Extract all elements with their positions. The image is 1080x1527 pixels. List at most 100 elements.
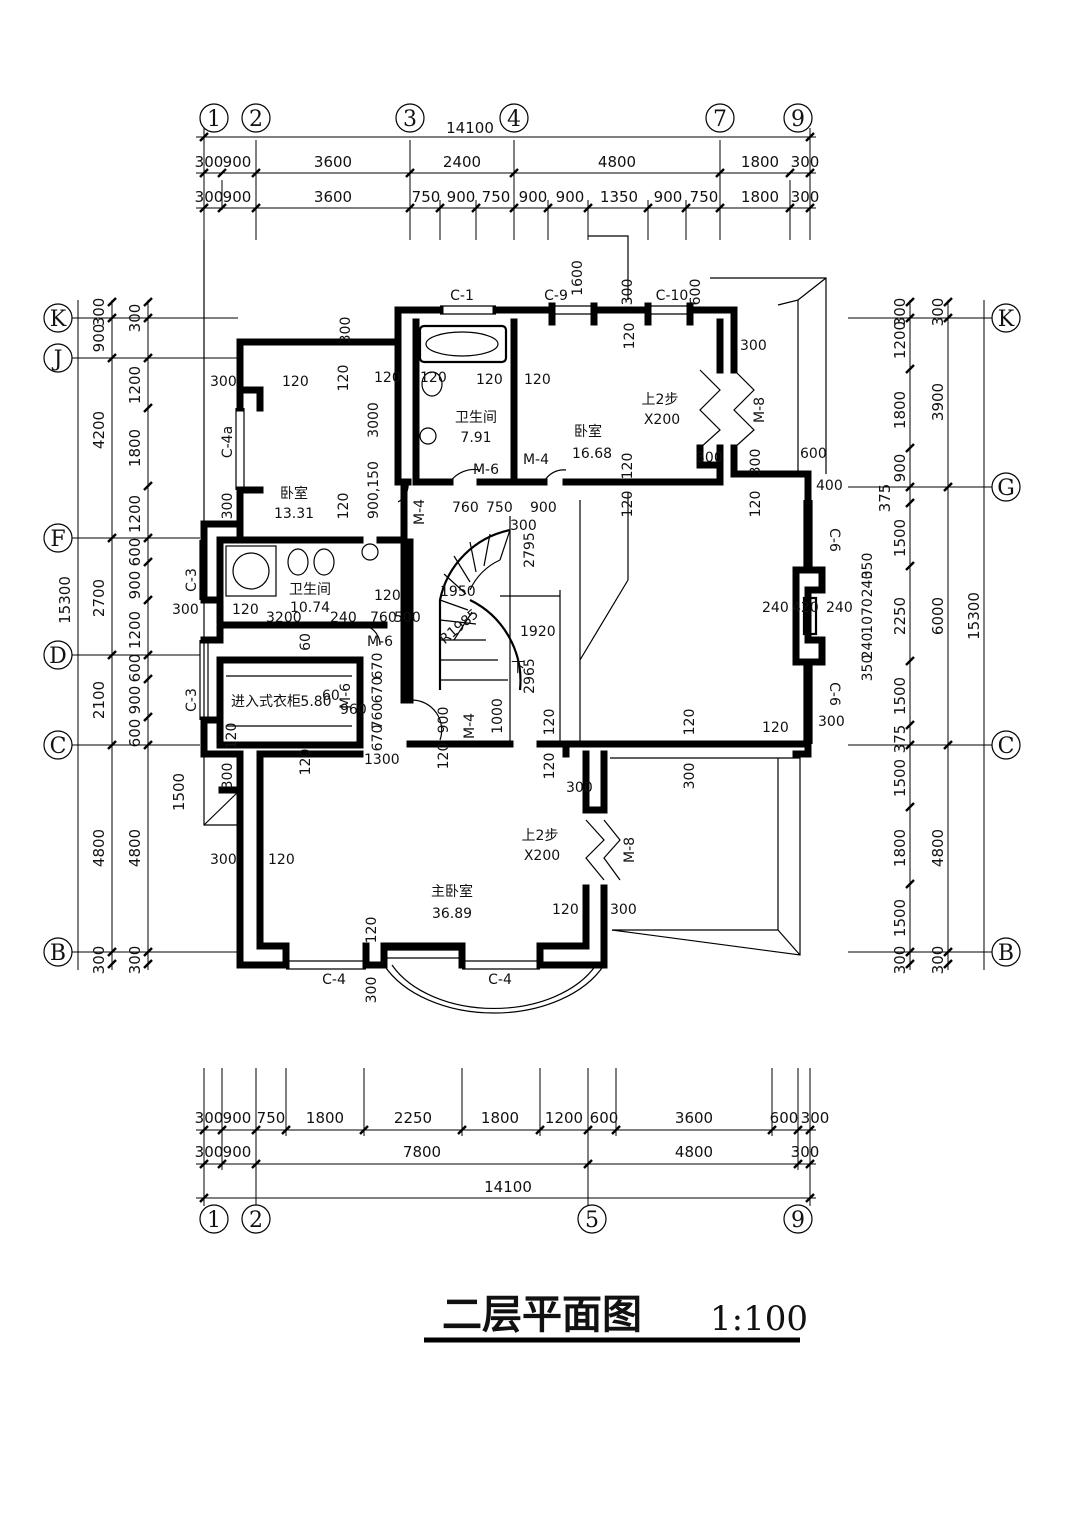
dim-240-l: 240 — [762, 600, 789, 616]
dim-760-c: 760 — [370, 703, 386, 730]
room-name-master: 主卧室 — [431, 883, 473, 900]
dim-right-outer-300b: 300 — [929, 946, 947, 975]
dim-120-n: 120 — [436, 743, 452, 770]
axis-label-top-1: 1 — [207, 107, 221, 132]
dim-left-600a: 600 — [126, 538, 144, 567]
dim-bot-r1-4: 2250 — [394, 1109, 432, 1127]
label-c4-right: C-4 — [488, 972, 512, 988]
dim-120-p: 120 — [682, 709, 698, 736]
dim-120-h: 120 — [336, 493, 352, 520]
dim-right-1200: 1200 — [891, 321, 909, 359]
dim-960: 960 — [340, 702, 367, 718]
label-c4-left: C-4 — [322, 972, 346, 988]
axis-label-right-K: K — [998, 307, 1015, 332]
dim-3000: 3000 — [366, 402, 382, 438]
dim-left-600c: 600 — [126, 719, 144, 748]
dim-right-375a: 375 — [876, 484, 894, 513]
dim-top-r1-5: 1800 — [741, 153, 779, 171]
dim-top-r2-0: 300 — [195, 188, 224, 206]
dim-350-a: 350 — [860, 553, 876, 580]
dim-left-1800: 1800 — [126, 429, 144, 467]
axis-label-left-J: J — [52, 347, 63, 372]
label-stair-radius: R1985 — [437, 606, 482, 647]
dim-900-door: 900 — [530, 500, 557, 516]
dim-120-u: 120 — [620, 453, 636, 480]
label-m6-bath1: M-6 — [473, 462, 499, 478]
dim-right-outer-3900: 3900 — [929, 383, 947, 421]
dim-120-a: 120 — [282, 374, 309, 390]
label-c9: C-9 — [544, 288, 568, 304]
room-area-bath2: 10.74 — [290, 600, 330, 616]
dim-right-1500a: 1500 — [891, 519, 909, 557]
dim-300-j: 300 — [682, 763, 698, 790]
dim-60-b: 60 — [322, 688, 340, 704]
dim-120-c: 120 — [374, 370, 401, 386]
dim-2965: 2965 — [522, 658, 538, 694]
opening-labels: C-1 C-9 C-10 C-4a C-3 C-3 C-6 C-6 C-4 C-… — [184, 288, 842, 988]
axis-label-right-B: B — [998, 941, 1014, 966]
dim-300-top: 300 — [620, 279, 636, 306]
dim-bot-r2-1: 900 — [223, 1143, 252, 1161]
dim-900-150: 900,150 — [366, 461, 382, 519]
axis-label-left-D: D — [49, 644, 67, 669]
dim-1950: 1950 — [440, 584, 476, 600]
dim-1600: 1600 — [570, 260, 586, 296]
dim-300-f: 300 — [510, 518, 537, 534]
label-c3-lower: C-3 — [184, 688, 200, 712]
windows — [199, 305, 813, 970]
dim-right-1500c: 1500 — [891, 759, 909, 797]
label-stair-down: 下 — [511, 660, 525, 676]
axis-label-bottom-2: 2 — [249, 1208, 263, 1233]
dim-right-1500b: 1500 — [891, 677, 909, 715]
bay-window-arc-inner — [391, 964, 597, 1010]
dim-left-1200b: 1200 — [126, 495, 144, 533]
dim-420: 420 — [792, 600, 819, 616]
walls — [200, 302, 826, 969]
dim-bot-r1-7: 600 — [590, 1109, 619, 1127]
dim-top-r2-4: 900 — [447, 188, 476, 206]
dim-right-375b: 375 — [891, 725, 909, 754]
top-dimensions: 300 900 3600 2400 4800 1800 300 300 900 … — [195, 128, 820, 240]
bathtub — [418, 324, 508, 364]
room-area-bed2: 16.68 — [572, 446, 612, 462]
axis-label-left-C: C — [50, 734, 67, 759]
dim-400: 400 — [816, 478, 843, 494]
dim-top-r2-5: 750 — [482, 188, 511, 206]
dim-300-h: 300 — [172, 602, 199, 618]
dim-top-r2-6: 900 — [519, 188, 548, 206]
top-axis-group: 1 2 3 4 7 9 14100 — [199, 103, 813, 137]
dim-300-i: 300 — [566, 780, 593, 796]
dim-760-b: 760 — [370, 610, 397, 626]
dim-120-i: 120 — [374, 588, 401, 604]
dim-240-a: 240 — [860, 571, 876, 598]
dim-120-r: 120 — [762, 720, 789, 736]
room-name-bed1: 卧室 — [280, 485, 308, 502]
axis-label-top-9: 9 — [791, 107, 805, 132]
dim-right-1800a: 1800 — [891, 391, 909, 429]
dim-bot-r1-9: 600 — [770, 1109, 799, 1127]
doors — [359, 369, 755, 881]
dim-top-r2-3: 750 — [412, 188, 441, 206]
dim-right-outer-4800: 4800 — [929, 829, 947, 867]
sink-1 — [419, 427, 437, 445]
dim-240-b: 240 — [860, 633, 876, 660]
axis-bubble-top-1 — [199, 103, 229, 133]
label-m4-upper: M-4 — [412, 499, 428, 525]
dim-bot-r2-3: 4800 — [675, 1143, 713, 1161]
label-m8-lower: M-8 — [622, 837, 638, 863]
dim-right-1500d: 1500 — [891, 899, 909, 937]
axis-bubble-top-4 — [499, 103, 529, 133]
left-axis-group: K J F D C B — [43, 297, 238, 974]
axis-label-left-B: B — [50, 941, 66, 966]
dim-120-g: 120 — [622, 323, 638, 350]
dim-top-r1-6: 300 — [791, 153, 820, 171]
dim-left-4200: 4200 — [90, 411, 108, 449]
dim-120-d: 120 — [420, 370, 447, 386]
label-step-lower: 上2步 — [522, 828, 559, 844]
dim-670-b: 670 — [370, 677, 386, 704]
bathtub-2 — [225, 545, 277, 597]
label-m8-upper: M-8 — [752, 397, 768, 423]
dim-left-1200c: 1200 — [126, 611, 144, 649]
dim-left-300a: 300 — [126, 304, 144, 333]
dim-240-r: 240 — [826, 600, 853, 616]
